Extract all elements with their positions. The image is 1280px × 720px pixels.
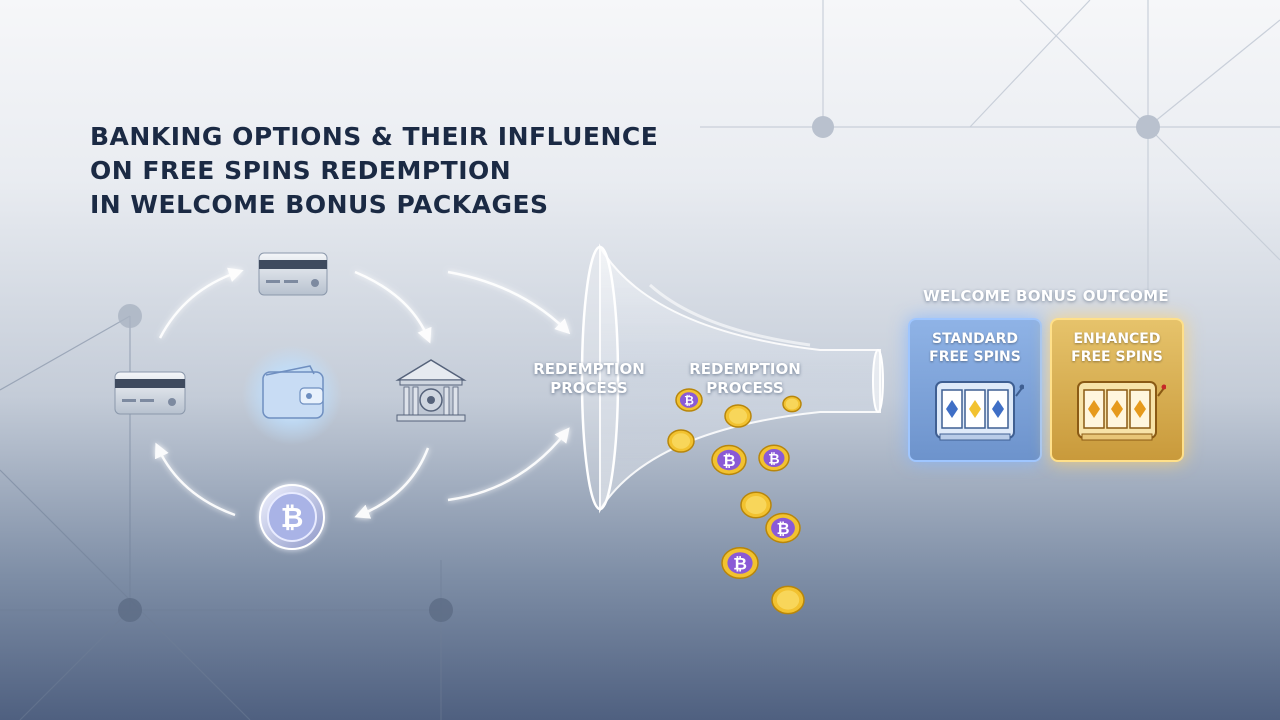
standard-free-spins-label: STANDARD FREE SPINS <box>929 331 1021 365</box>
svg-text:₿: ₿ <box>733 554 747 574</box>
bitcoin-coin: ₿ <box>758 444 790 472</box>
svg-text:₿: ₿ <box>684 394 694 408</box>
bitcoin-coin: ₿ <box>675 388 703 412</box>
flow-arrow-upper <box>447 270 571 335</box>
bitcoin-coin: ₿ <box>711 444 747 476</box>
enhanced-free-spins-label: ENHANCED FREE SPINS <box>1071 331 1163 365</box>
title-line-3: IN WELCOME BONUS PACKAGES <box>90 190 549 219</box>
svg-text:₿: ₿ <box>722 451 735 470</box>
gold-coin <box>740 491 772 519</box>
debit-card-icon <box>114 371 186 415</box>
title-line-2: ON FREE SPINS REDEMPTION <box>90 156 512 185</box>
page-title: BANKING OPTIONS & THEIR INFLUENCE ON FRE… <box>90 120 658 222</box>
gold-coin <box>771 585 805 615</box>
welcome-bonus-outcome-title: WELCOME BONUS OUTCOME <box>923 287 1169 305</box>
gold-coin <box>667 429 695 453</box>
credit-card-icon <box>258 252 328 296</box>
svg-text:₿: ₿ <box>768 451 779 467</box>
standard-free-spins-card: STANDARD FREE SPINS <box>908 318 1042 462</box>
title-line-1: BANKING OPTIONS & THEIR INFLUENCE <box>90 122 659 151</box>
bank-icon <box>395 359 467 422</box>
gold-coin <box>724 404 752 428</box>
flow-arrow-lower <box>447 427 570 502</box>
svg-text:₿: ₿ <box>776 519 789 538</box>
bitcoin-coin: ₿ <box>721 546 759 580</box>
svg-text:₿: ₿ <box>281 501 304 534</box>
cycle-arrow-top-left <box>158 267 244 339</box>
slot-machine-icon <box>935 381 1024 441</box>
bitcoin-icon: ₿ <box>259 484 325 550</box>
cycle-arrow-bottom-left <box>155 442 236 517</box>
enhanced-free-spins-card: ENHANCED FREE SPINS <box>1050 318 1184 462</box>
wallet-icon <box>242 345 342 445</box>
redemption-process-label-inner: REDEMPTION PROCESS <box>689 360 801 397</box>
bitcoin-coin: ₿ <box>765 512 801 544</box>
gold-coin <box>782 395 802 413</box>
cycle-arrow-bottom-right <box>354 447 430 519</box>
slot-machine-icon <box>1077 381 1166 441</box>
redemption-process-label-left: REDEMPTION PROCESS <box>533 360 645 397</box>
cycle-arrow-top-right <box>354 270 432 344</box>
